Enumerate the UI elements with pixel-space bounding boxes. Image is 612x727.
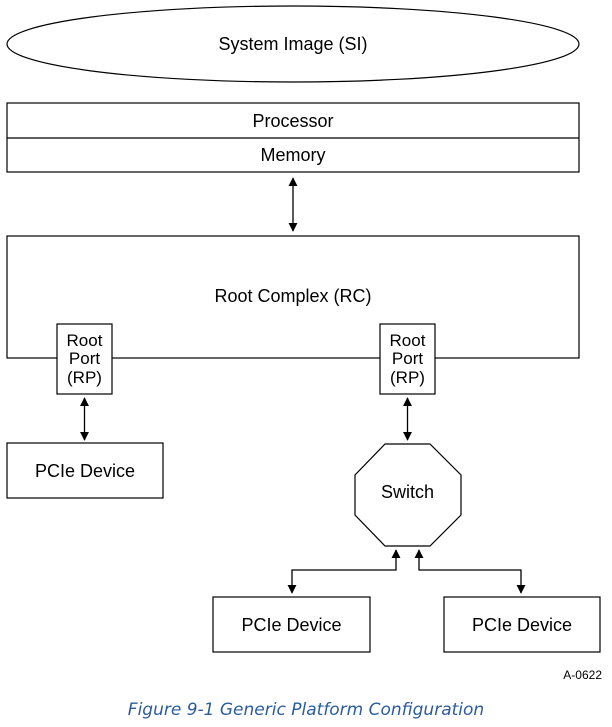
switch-device-right-arrow (414, 549, 526, 594)
switch-octagon: Switch (354, 443, 462, 547)
root-port-left: Root Port (RP) (56, 323, 113, 395)
memory-label: Memory (260, 145, 325, 165)
processor-label: Processor (252, 111, 333, 131)
root-port-left-line3: (RP) (67, 368, 102, 387)
system-image-label: System Image (SI) (218, 34, 367, 54)
pcie-device-right: PCIe Device (443, 596, 601, 653)
switch-label: Switch (381, 482, 434, 502)
pcie-device-left-label: PCIe Device (35, 461, 135, 481)
system-image-ellipse: System Image (SI) (6, 5, 580, 83)
figure-caption: Figure 9-1 Generic Platform Configuratio… (127, 700, 485, 720)
pcie-device-middle: PCIe Device (212, 596, 371, 653)
root-port-right-line2: Port (392, 349, 423, 368)
root-port-right-line3: (RP) (390, 368, 425, 387)
root-port-left-line1: Root (67, 331, 103, 350)
figure-id: A-0622 (563, 668, 602, 682)
root-port-left-line2: Port (69, 349, 100, 368)
root-complex-label: Root Complex (RC) (214, 286, 371, 306)
root-port-right-line1: Root (390, 331, 426, 350)
switch-device-mid-arrow (287, 549, 401, 594)
processor-memory-block: Processor Memory (6, 102, 580, 173)
platform-diagram: System Image (SI) Processor Memory Root … (6, 5, 602, 682)
root-port-right: Root Port (RP) (379, 323, 436, 395)
pcie-device-middle-label: PCIe Device (241, 615, 341, 635)
pcie-device-left: PCIe Device (6, 442, 164, 499)
pcie-device-right-label: PCIe Device (472, 615, 572, 635)
